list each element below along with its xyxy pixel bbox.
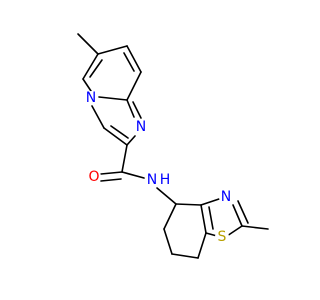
atom-n-imidazole: N [134, 119, 148, 135]
bond-ch-c5-c6 [163, 228, 173, 255]
bond-pyr-c7-c8-double [123, 52, 135, 72]
bond-ch-c6-c7 [171, 253, 199, 259]
bond-methyl-pyridine [77, 33, 99, 55]
atom-s-thiazole-label: S [218, 229, 227, 245]
bond-im-c3-c2 [103, 127, 128, 146]
bond-c2-carbonyl [121, 144, 128, 173]
bond-carbonyl-nh [121, 171, 145, 179]
atom-n-thiazole-label: N [221, 189, 231, 205]
bond-im-n1-c8a-double [132, 101, 142, 119]
bond-ch-c3a-c7a-double [208, 206, 214, 230]
bond-th-c2-s1 [226, 225, 243, 237]
bond-th-n3-c2-double [237, 200, 249, 224]
bond-pyr-c8a-n4 [98, 96, 128, 101]
atom-s-thiazole: S [215, 229, 229, 245]
atom-o-carbonyl-label: O [88, 169, 99, 185]
bond-ch-c3a-c7a [200, 204, 207, 234]
molecule-canvas: N N O N H N S [77, 33, 269, 259]
atom-labels: N N O N H N S [84, 90, 233, 245]
bond-methyl-thiazole [241, 225, 269, 230]
bond-ch-c4-c5 [163, 203, 177, 230]
bond-pyr-c7-c8 [126, 45, 142, 73]
atom-n-bridge: N [84, 90, 98, 106]
atom-o-carbonyl: O [87, 169, 101, 185]
bond-pyr-c8-c8a [126, 71, 142, 101]
bond-pyr-c6-c7 [97, 45, 128, 55]
bond-th-n3-c2 [232, 204, 243, 227]
bond-carbonyl-o [100, 171, 123, 175]
bond-pyr-c5-c6-double [89, 59, 103, 78]
bond-im-c2-n1 [126, 135, 136, 146]
bond-carbonyl-o-double [100, 178, 122, 182]
bond-pyr-c5-c6 [82, 53, 99, 80]
atom-nh-amide-n-label: N [147, 172, 157, 188]
atom-nh-amide-h-label: H [160, 172, 171, 188]
bonds [77, 33, 269, 259]
bond-nh-c4 [156, 187, 177, 205]
bond-im-c3-c2-double [110, 125, 129, 139]
bond-im-n1-c8a [126, 99, 135, 118]
bond-th-c3a-n3 [200, 198, 220, 206]
bond-ch-c4-c3a [175, 203, 202, 206]
bond-im-n4-c3 [91, 105, 105, 129]
atom-n-thiazole: N [219, 189, 233, 205]
bond-ch-c7-c7a [197, 232, 207, 259]
bond-pyr-n4-c5 [82, 78, 92, 92]
molecule-structure: N N O N H N S [77, 33, 269, 259]
atom-nh-amide: N H [145, 172, 171, 188]
atom-n-imidazole-label: N [136, 119, 146, 135]
atom-n-bridge-label: N [86, 90, 96, 106]
